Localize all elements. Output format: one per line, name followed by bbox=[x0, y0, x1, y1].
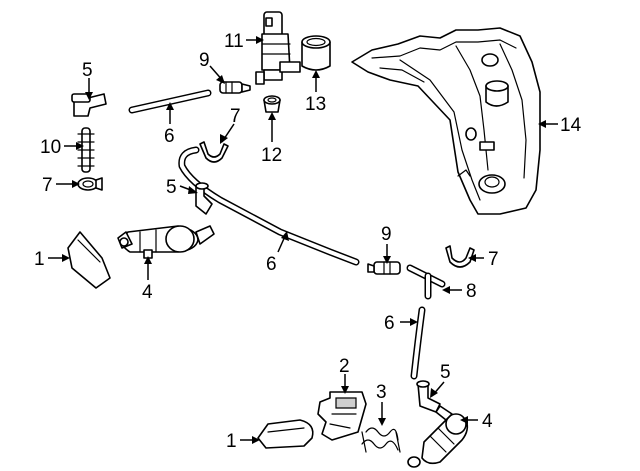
callout-5-upper-left: 5 bbox=[82, 60, 93, 81]
callout-4-lower: 4 bbox=[482, 411, 493, 432]
callout-6-middle: 6 bbox=[266, 254, 277, 275]
callout-14: 14 bbox=[560, 115, 582, 136]
hose-clamp-left bbox=[77, 177, 103, 191]
hose-short-upper bbox=[128, 89, 212, 114]
nozzle-cover-lower bbox=[257, 419, 314, 449]
callout-2: 2 bbox=[339, 356, 350, 377]
check-valve-lower bbox=[367, 261, 401, 275]
callout-7-right: 7 bbox=[488, 249, 499, 270]
callout-1-left: 1 bbox=[34, 249, 45, 270]
washer-pump bbox=[255, 11, 301, 85]
hose-clip-upper bbox=[199, 141, 229, 163]
callout-labels: 5 10 7 6 9 11 13 7 12 14 5 1 4 6 9 7 8 6… bbox=[34, 31, 582, 452]
check-valve-upper bbox=[219, 81, 251, 94]
callout-1-lower: 1 bbox=[226, 431, 237, 452]
callout-6-upper: 6 bbox=[164, 126, 175, 147]
callout-7-left: 7 bbox=[42, 175, 53, 196]
leader-lines bbox=[48, 36, 558, 444]
callout-5-lower: 5 bbox=[440, 362, 451, 383]
bracket-springs bbox=[361, 427, 401, 453]
nozzle-bracket bbox=[317, 391, 367, 441]
callout-9-lower: 9 bbox=[381, 224, 392, 245]
washer-nozzle-left bbox=[117, 225, 215, 259]
callout-5-mid: 5 bbox=[166, 177, 177, 198]
washer-reservoir bbox=[351, 27, 541, 215]
small-grommet bbox=[263, 95, 281, 113]
callout-3: 3 bbox=[376, 382, 387, 403]
hose-lower bbox=[410, 306, 426, 380]
callout-4-left: 4 bbox=[142, 282, 153, 303]
washer-nozzle-lower bbox=[407, 405, 469, 468]
callout-9-upper: 9 bbox=[199, 50, 210, 71]
elbow-connector-mid bbox=[195, 182, 213, 215]
callout-7-upper: 7 bbox=[230, 106, 241, 127]
callout-13: 13 bbox=[305, 94, 326, 115]
callout-8: 8 bbox=[466, 281, 477, 302]
callout-6-lower: 6 bbox=[384, 313, 395, 334]
hose-clip-right bbox=[445, 245, 475, 268]
pump-grommet bbox=[301, 35, 331, 71]
elbow-connector-lower bbox=[416, 380, 441, 413]
nozzle-cover-left bbox=[67, 231, 111, 289]
tee-connector bbox=[406, 264, 446, 300]
callout-11: 11 bbox=[224, 31, 244, 52]
hose-long bbox=[178, 146, 360, 266]
callout-10: 10 bbox=[40, 137, 61, 158]
callout-12: 12 bbox=[261, 145, 282, 166]
hose-connector-spring bbox=[77, 127, 95, 173]
